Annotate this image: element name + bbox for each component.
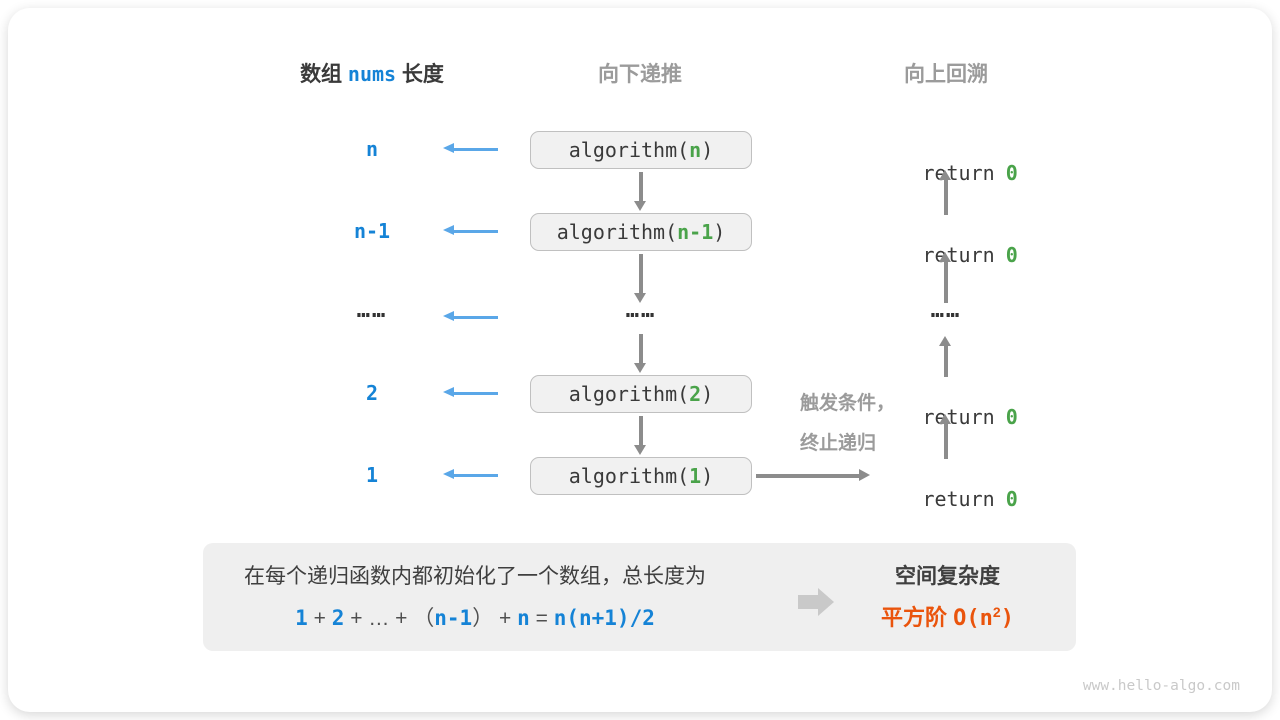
- call-text: algorithm(: [568, 138, 690, 162]
- length-label-1: 1: [365, 463, 379, 487]
- call-arg: 1: [689, 464, 702, 488]
- return-statement: return 0: [866, 463, 1026, 535]
- call-text: ): [701, 382, 714, 406]
- result-title: 空间复杂度: [895, 565, 1000, 588]
- left-arrow-icon: [443, 311, 498, 321]
- right-arrow-icon: [756, 469, 870, 481]
- call-arg: 2: [689, 382, 702, 406]
- down-arrow-icon: [634, 254, 646, 303]
- up-arrow-icon: [939, 252, 951, 303]
- return-value: 0: [1005, 487, 1018, 511]
- formula-segment: +: [389, 607, 414, 630]
- return-value: 0: [1005, 405, 1018, 429]
- call-text: algorithm(: [568, 464, 690, 488]
- formula-segment: +: [493, 607, 518, 630]
- length-label-n: n: [365, 137, 379, 161]
- return-keyword: return: [922, 161, 995, 185]
- return-statement: return 0: [866, 219, 1026, 291]
- formula-segment: =: [529, 607, 554, 630]
- down-arrow-icon: [634, 416, 646, 455]
- return-keyword: return: [922, 487, 995, 511]
- return-value: 0: [1005, 161, 1018, 185]
- header-array-length-suffix: 长度: [396, 63, 444, 86]
- ellipsis-left: ……: [356, 298, 388, 323]
- block-arrow-icon: [798, 588, 836, 616]
- header-nums-code: nums: [347, 62, 397, 86]
- down-arrow-icon: [634, 172, 646, 211]
- call-arg: n: [689, 138, 702, 162]
- result-big-o-prefix: O(n: [953, 606, 993, 631]
- formula-segment: 2: [331, 606, 345, 630]
- result-big-o-suffix: ): [1000, 606, 1014, 631]
- trigger-note-line2: 终止递归: [800, 433, 877, 454]
- summary-text: 在每个递归函数内都初始化了一个数组，总长度为: [244, 565, 706, 588]
- watermark: www.hello-algo.com: [1082, 678, 1240, 694]
- formula-segment: …: [368, 607, 390, 630]
- return-value: 0: [1005, 243, 1018, 267]
- header-upward-backtracking: 向上回溯: [904, 63, 988, 86]
- ellipsis-right: ……: [930, 298, 962, 323]
- return-statement: return 0: [866, 137, 1026, 209]
- left-arrow-icon: [443, 225, 498, 235]
- call-text: algorithm(: [568, 382, 690, 406]
- call-text: ): [701, 138, 714, 162]
- length-label-n-1: n-1: [353, 219, 391, 243]
- formula-segment: 1: [295, 606, 308, 630]
- trigger-note-line1: 触发条件，: [800, 393, 896, 414]
- formula-segment: +: [344, 607, 369, 630]
- header-downward-recursion: 向下递推: [598, 63, 682, 86]
- return-statement: return 0: [866, 381, 1026, 453]
- left-arrow-icon: [443, 143, 498, 153]
- call-box-algorithm-2: algorithm(2): [530, 375, 752, 413]
- formula-segment: ）: [472, 607, 494, 630]
- summary-formula: 1 + 2 + … + （n-1） + n = n(n+1)/2: [215, 602, 735, 632]
- result-order-label: 平方阶: [881, 605, 954, 630]
- ellipsis-middle: ……: [625, 298, 657, 323]
- formula-segment: n: [517, 606, 530, 630]
- down-arrow-icon: [634, 334, 646, 373]
- up-arrow-icon: [939, 336, 951, 377]
- formula-segment: n(n+1)/2: [553, 606, 655, 630]
- return-keyword: return: [922, 243, 995, 267]
- summary-panel: [203, 543, 1076, 651]
- header-array-length-prefix: 数组: [300, 63, 348, 86]
- result-exponent: 2: [992, 604, 1001, 620]
- return-keyword: return: [922, 405, 995, 429]
- up-arrow-icon: [939, 414, 951, 459]
- left-arrow-icon: [443, 469, 498, 479]
- call-box-algorithm-n: algorithm(n): [530, 131, 752, 169]
- length-label-2: 2: [365, 381, 379, 405]
- call-box-algorithm-1: algorithm(1): [530, 457, 752, 495]
- formula-segment: （: [413, 607, 435, 630]
- call-text: algorithm(: [556, 220, 678, 244]
- call-box-algorithm-n-1: algorithm(n-1): [530, 213, 752, 251]
- header-array-length: 数组 nums 长度: [262, 58, 482, 88]
- formula-segment: n-1: [434, 606, 473, 630]
- call-text: ): [701, 464, 714, 488]
- formula-segment: +: [307, 607, 332, 630]
- result-complexity: 平方阶 O(n2): [850, 600, 1045, 632]
- up-arrow-icon: [939, 170, 951, 215]
- call-arg: n-1: [677, 220, 714, 244]
- call-text: ): [713, 220, 726, 244]
- left-arrow-icon: [443, 387, 498, 397]
